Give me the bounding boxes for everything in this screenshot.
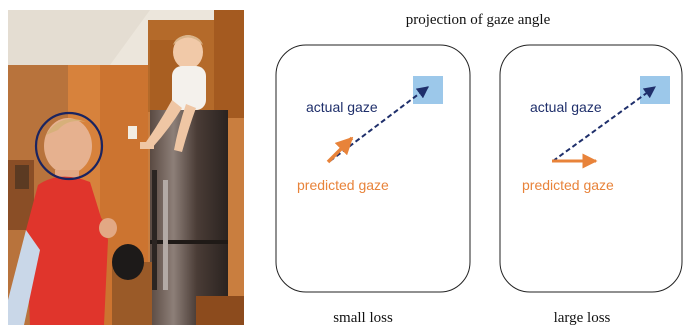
actual-gaze-arrow xyxy=(552,86,656,162)
predicted-gaze-label: predicted gaze xyxy=(297,177,389,193)
panel-caption: large loss xyxy=(554,310,611,325)
panel-frame xyxy=(499,44,683,293)
predicted-gaze-arrow xyxy=(326,136,354,164)
panel-small-loss: actual gaze predicted gaze small loss xyxy=(275,44,471,325)
actual-gaze-label: actual gaze xyxy=(306,99,378,115)
man-figure xyxy=(8,118,117,325)
scene-photo xyxy=(8,10,244,325)
panel-large-loss: actual gaze predicted gaze large loss xyxy=(499,44,683,325)
predicted-gaze-label: predicted gaze xyxy=(522,177,614,193)
panel-caption: small loss xyxy=(333,310,393,325)
panel-frame xyxy=(275,44,471,293)
baby-figure xyxy=(140,35,206,152)
target-square xyxy=(413,76,443,104)
actual-gaze-label: actual gaze xyxy=(530,99,602,115)
target-square xyxy=(640,76,670,104)
head-detection-circle xyxy=(34,111,104,181)
figure-title: projection of gaze angle xyxy=(406,12,551,28)
